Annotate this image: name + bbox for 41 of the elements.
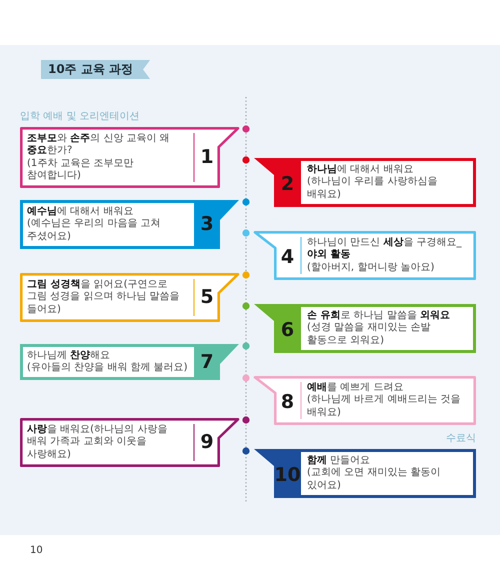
step-callout: [20, 200, 239, 249]
step-number: 1: [200, 148, 214, 167]
step-number: 10: [274, 466, 301, 485]
title-banner: 10주 교육 과정: [41, 60, 150, 79]
step-description: 사랑을 배워요(하나님의 사랑을 배워 가족과 교회와 이웃을 사랑해요): [27, 424, 168, 462]
step-description: 손 유희로 하나님 말씀을 외워요(성경 말씀을 재미있는 손발 활동으로 외워요): [307, 310, 452, 348]
step-title: 하나님께 찬양해요: [27, 350, 110, 362]
step-number: 6: [280, 321, 294, 340]
section-label: 입학 예배 및 오리엔테이션: [20, 111, 140, 123]
step-callout: [254, 376, 476, 425]
step-title: 하나님이 만드신 세상을 구경해요_야외 활동: [307, 236, 463, 262]
step-detail: (하나님께 바르게 예배드리는 것을 배워요): [307, 394, 462, 420]
step-number: 8: [280, 393, 294, 412]
step-callout: [20, 273, 239, 322]
step-detail: (교회에 오면 재미있는 활동이 있어요): [307, 467, 442, 492]
step-title: 함께 만들어요: [307, 454, 370, 467]
step-callout: [20, 127, 239, 188]
step-title: 하나님에 대해서 배워요: [307, 164, 414, 176]
step-callout: [254, 304, 476, 353]
step-callout: [254, 449, 476, 498]
step-detail: (유아들의 찬양을 배워 함께 불러요): [27, 362, 188, 374]
step-number: 3: [200, 215, 214, 234]
step-number: 9: [200, 433, 214, 452]
step-number: 7: [200, 352, 214, 372]
step-number: 4: [280, 248, 294, 267]
section-label: 수료식: [446, 433, 476, 445]
step-detail: (예수님은 우리의 마음을 고쳐 주셨어요): [27, 218, 162, 244]
step-detail: (1주차 교육은 조부모만 참여합니다): [27, 158, 135, 182]
step-description: 그림 성경책을 읽어요(구연으로 그림 성경을 읽으며 하나님 말씀을 들어요): [27, 278, 181, 316]
step-title: 예배를 예쁘게 드려요: [307, 382, 404, 394]
step-callout: [254, 158, 476, 207]
step-detail: (할아버지, 할머니랑 놀아요): [307, 262, 434, 274]
page-number: 10: [30, 545, 43, 557]
step-callout: [20, 418, 239, 467]
step-number: 5: [200, 288, 214, 307]
step-title: 조부모와 손주의 신앙 교육이 왜 중요한가?: [27, 132, 171, 158]
step-callout: [254, 231, 476, 280]
step-title: 예수님에 대해서 배워요: [27, 206, 134, 218]
step-number: 2: [280, 175, 294, 194]
step-callout: [20, 344, 239, 380]
step-detail: (하나님이 우리를 사랑하심을 배워요): [307, 176, 438, 202]
